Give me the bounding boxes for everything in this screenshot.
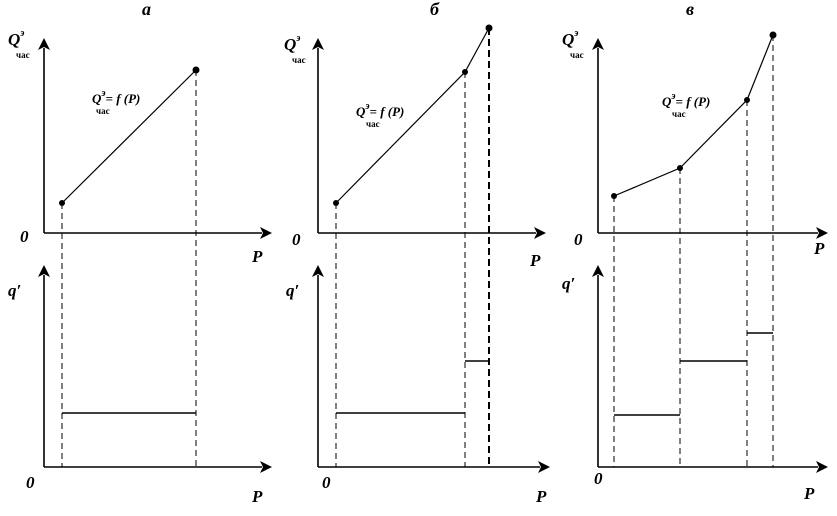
panel-b-title: б <box>430 0 440 19</box>
panel-c-qprime-label: q′ <box>562 274 575 293</box>
panel-b-qprime-label: q′ <box>286 281 299 300</box>
panel-a-function-label: Qэ= f (P) <box>92 88 140 106</box>
panel-b-y-label: Qэ <box>284 33 300 54</box>
panel-a-x-label: P <box>251 247 263 266</box>
panel-b-x-label: P <box>529 251 541 270</box>
panel-c-function-sub: час <box>672 109 686 119</box>
panel-b: б Qэ час 0 P Qэ= f (P) час q′ 0 P <box>284 0 550 506</box>
panel-c-curve <box>613 34 774 197</box>
panel-c-function-label: Qэ= f (P) <box>662 91 710 109</box>
panel-c-origin-label: 0 <box>574 230 583 249</box>
panel-b-y-label-sub: час <box>292 55 306 65</box>
panel-b-bottom-x-label: P <box>535 487 547 506</box>
panel-a-title: а <box>142 0 151 19</box>
panel-a-bottom-x-label: P <box>251 487 263 506</box>
panel-a-y-label-sub: час <box>16 50 30 60</box>
panel-c: в Qэ час 0 P Qэ= f (P) час q′ 0 P <box>562 0 828 503</box>
panel-a-y-label: Qэ <box>8 28 24 49</box>
panel-b-function-label: Qэ= f (P) <box>356 101 404 119</box>
panel-c-y-label-sub: час <box>570 50 584 60</box>
panel-c-title: в <box>686 0 694 19</box>
panel-b-origin-label: 0 <box>292 230 301 249</box>
panel-a-qprime-label: q′ <box>8 281 21 300</box>
panel-a-curve <box>61 69 197 204</box>
panel-a-function-sub: час <box>96 106 110 116</box>
panel-b-function-sub: час <box>366 119 380 129</box>
panel-c-x-label: P <box>813 239 825 258</box>
panel-b-bottom-origin: 0 <box>322 473 331 492</box>
panel-a: а Qэ час 0 P Qэ= f (P) час q′ 0 P <box>8 0 272 506</box>
panel-c-y-label: Qэ <box>562 28 578 49</box>
panel-a-bottom-origin: 0 <box>26 473 35 492</box>
panel-c-bottom-origin: 0 <box>594 469 603 488</box>
panel-a-origin-label: 0 <box>20 227 29 246</box>
panel-c-bottom-x-label: P <box>803 484 815 503</box>
